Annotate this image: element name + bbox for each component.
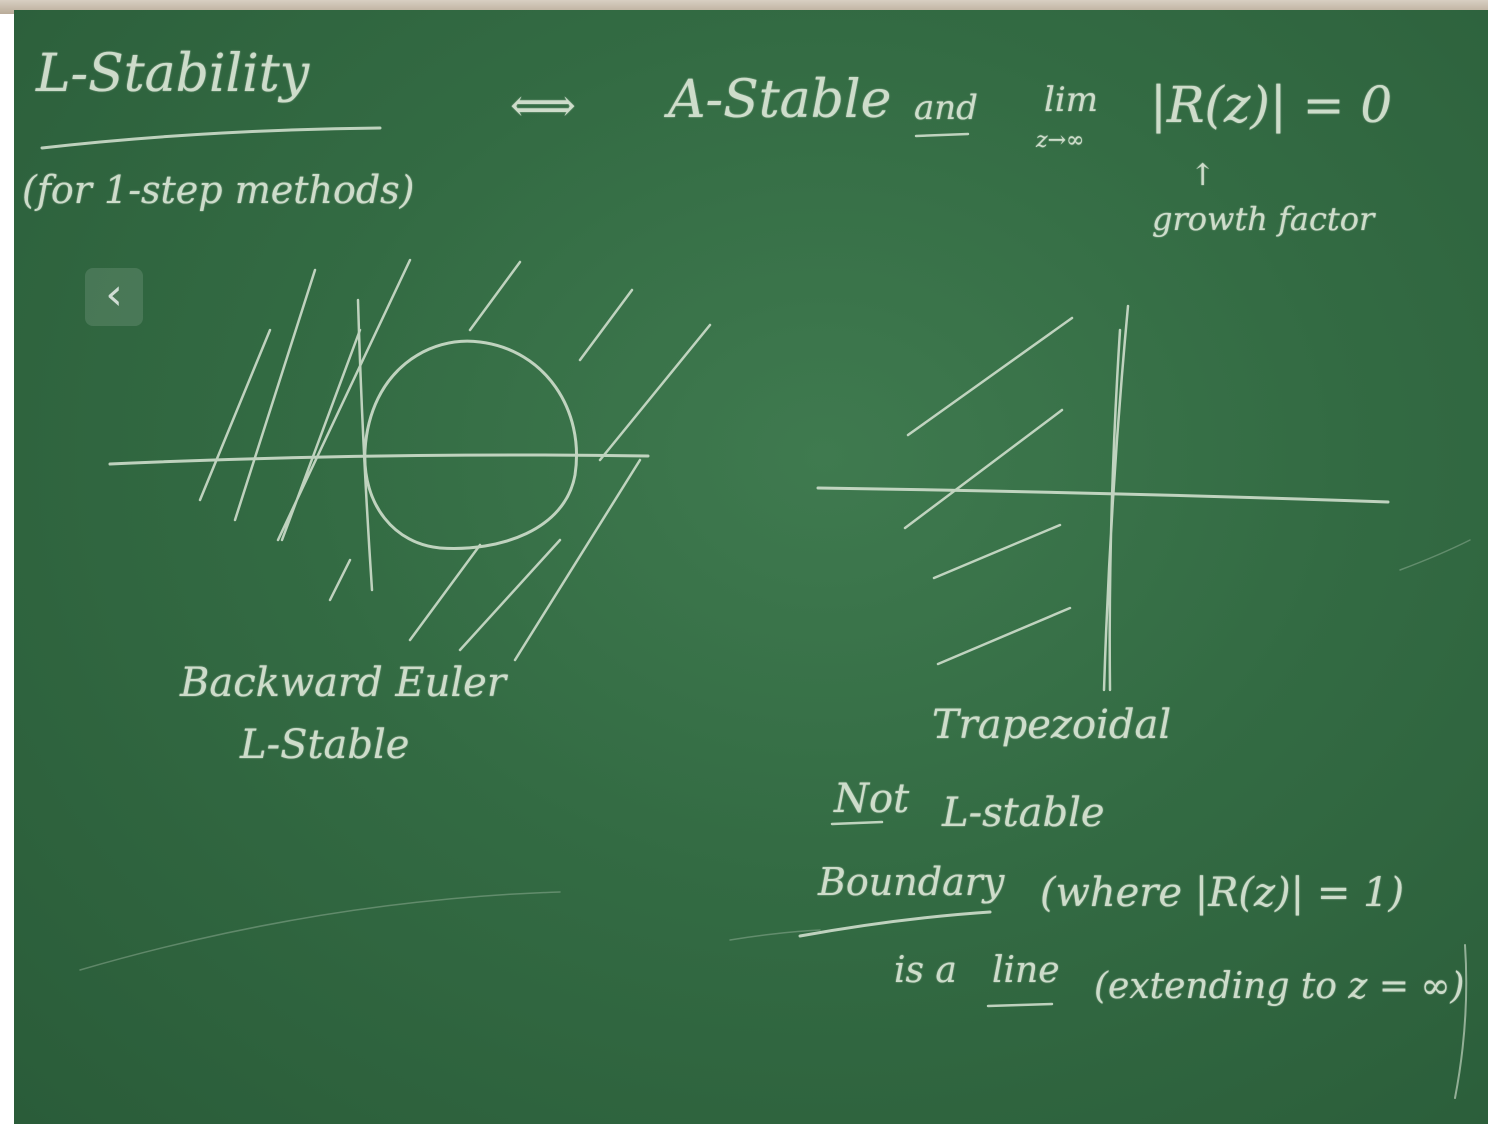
boundary-underline	[798, 910, 992, 938]
smudge-2	[729, 929, 821, 941]
right-bracket	[1454, 944, 1468, 1099]
left-circle	[363, 339, 578, 550]
left-imag-axis	[356, 298, 374, 592]
title-underline	[40, 126, 382, 150]
growth-factor-label: growth factor	[1152, 200, 1375, 238]
right-real-axis	[816, 486, 1390, 504]
lim-text: lim	[1044, 80, 1098, 120]
growth-arrow-icon: ↑	[1190, 158, 1216, 193]
smudge-3	[1399, 539, 1471, 571]
boundary-condition: (where |R(z)| = 1)	[1040, 870, 1405, 916]
and-text: and	[914, 88, 978, 128]
subtitle: (for 1-step methods)	[22, 168, 415, 212]
boundary-word: Boundary	[818, 860, 1005, 904]
title: L-Stability	[36, 44, 310, 104]
equivalence-arrow: ⟺	[510, 78, 576, 132]
previous-image-button[interactable]: ‹	[85, 268, 143, 326]
right-hatch	[903, 316, 1074, 666]
right-imag-axis	[1102, 304, 1130, 692]
not-word: Not	[834, 776, 910, 822]
not-underline	[830, 820, 884, 826]
a-stable-text: A-Stable	[668, 70, 892, 130]
line-word: line	[992, 950, 1060, 991]
extending-text: (extending to z = ∞)	[1094, 966, 1465, 1007]
trapezoidal-label: Trapezoidal	[932, 702, 1172, 748]
left-real-axis	[108, 453, 650, 466]
backward-euler-label: Backward Euler	[180, 660, 506, 706]
chalkboard	[14, 10, 1488, 1124]
l-stable-label: L-Stable	[240, 722, 410, 768]
left-hatch	[198, 258, 712, 662]
and-underline	[914, 132, 970, 138]
line-underline	[986, 1002, 1054, 1008]
not-l-stable-label: L-stable	[942, 790, 1105, 836]
smudge-1	[79, 891, 561, 971]
is-a-text: is a	[894, 950, 957, 991]
lim-subscript: z→∞	[1036, 128, 1085, 153]
chevron-left-icon: ‹	[105, 269, 123, 320]
limit-expression: |R(z)| = 0	[1150, 76, 1393, 134]
